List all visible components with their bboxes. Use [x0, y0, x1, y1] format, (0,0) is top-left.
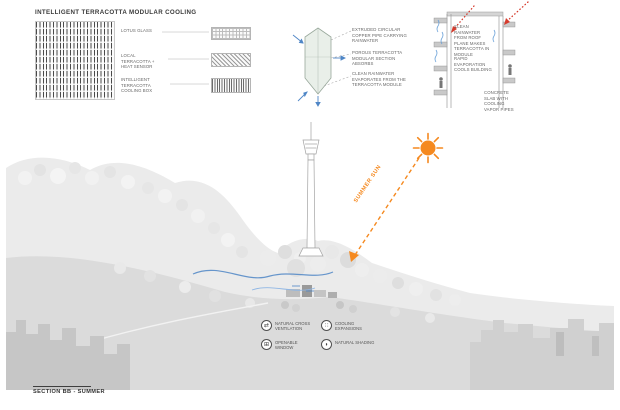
- terracotta-facade-panel: [35, 21, 115, 100]
- summer-sun-arrow: [349, 157, 420, 262]
- breeze-lines: [192, 269, 334, 292]
- legend-label: NATURAL SHADING: [335, 339, 375, 345]
- wall-label-rainwater: CLEAN RAINWATER FROM ROOF PLANE MAKES TE…: [454, 24, 490, 57]
- wall-label-evaporation: RAPID EVAPORATION COOLS BUILDING: [454, 56, 492, 73]
- legend-label: OPENABLE WINDOW: [275, 339, 298, 351]
- trees-back: [18, 162, 461, 306]
- hill-front: [6, 256, 614, 390]
- cooling-expansions-icon: ∷: [321, 320, 332, 331]
- legend-label: NATURAL CROSS VENTILATION: [275, 321, 311, 332]
- module-label-copper-pipe: EXTRUDED CIRCULAR COPPER PIPE CARRYING R…: [352, 27, 407, 44]
- legend-label: COOLING EXPANSIONS: [335, 321, 362, 332]
- legend-item-natural-shading: ◗ NATURAL SHADING: [321, 338, 377, 351]
- observation-tower: [298, 122, 324, 257]
- panel-leaders: [162, 31, 209, 85]
- wall-section-diagram: [433, 1, 529, 108]
- page-title: INTELLIGENT TERRACOTTA MODULAR COOLING: [35, 9, 197, 16]
- openable-window-icon: ⊞: [261, 338, 272, 350]
- legend-item-cooling-expansions: ∷ COOLING EXPANSIONS: [321, 320, 377, 332]
- skyline-left: [6, 320, 130, 390]
- legend-item-cross-ventilation: ⇄ NATURAL CROSS VENTILATION: [261, 320, 317, 332]
- sun-icon: [412, 132, 444, 164]
- section-title-rule: [33, 386, 91, 387]
- cooling-box-swatch: [211, 78, 251, 93]
- skyline-right: [470, 319, 614, 390]
- strategy-legend: ⇄ NATURAL CROSS VENTILATION ∷ COOLING EX…: [261, 320, 377, 351]
- panel-label-local-terracotta: LOCAL TERRACOTTA + HEAT SENSOR: [121, 53, 155, 70]
- module-label-porous-section: POROUS TERRACOTTA MODULAR SECTION ABSORB…: [352, 50, 403, 67]
- natural-shading-icon: ◗: [321, 338, 332, 350]
- module-label-evaporation: CLEAN RAINWATER EVAPORATES FROM THE TERR…: [352, 71, 406, 88]
- panel-label-cooling-box: INTELLIGENT TERRACOTTA COOLING BOX: [121, 77, 153, 94]
- panel-label-lotus-glass: LOTUS GLASS: [121, 28, 152, 33]
- legend-item-openable-window: ⊞ OPENABLE WINDOW: [261, 338, 317, 351]
- solar-gain-arrows: [452, 1, 529, 31]
- trees-front: [114, 262, 435, 323]
- lotus-glass-swatch: [211, 27, 251, 40]
- wall-label-concrete-slab: CONCRETE SLAB WITH COOLING VAPOR PIPES: [484, 90, 514, 112]
- cross-ventilation-icon: ⇄: [261, 320, 272, 331]
- section-title: SECTION BB - SUMMER: [33, 389, 105, 395]
- hill-road: [89, 302, 269, 343]
- terracotta-module-diagram: [292, 27, 352, 107]
- local-terracotta-swatch: [211, 53, 251, 67]
